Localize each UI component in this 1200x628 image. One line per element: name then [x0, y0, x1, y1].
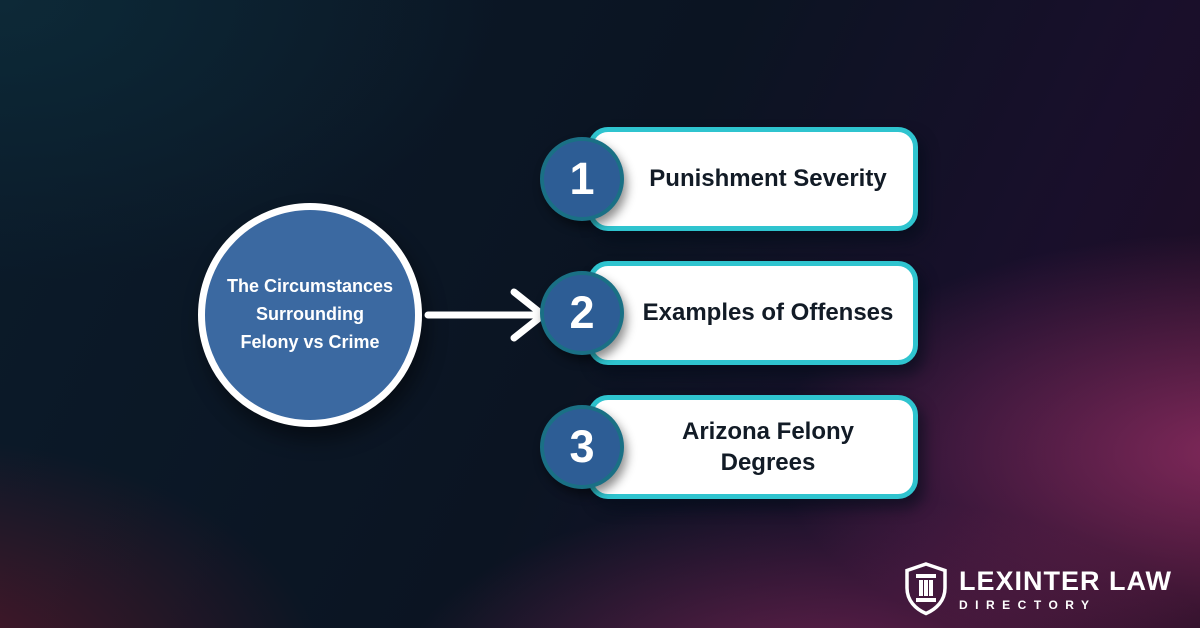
brand-tagline: DIRECTORY	[959, 597, 1097, 612]
list-item: 1 Punishment Severity	[540, 127, 918, 231]
item-label: Examples of Offenses	[642, 299, 894, 327]
item-label: Punishment Severity	[649, 165, 887, 193]
items-list: 1 Punishment Severity 2 Examples of Offe…	[540, 127, 918, 499]
item-number-badge: 1	[540, 137, 624, 221]
item-card: Examples of Offenses	[588, 261, 918, 365]
item-number-badge: 3	[540, 405, 624, 489]
topic-label: The Circumstances Surrounding Felony vs …	[226, 276, 394, 352]
item-number-badge: 2	[540, 271, 624, 355]
arrow-right-icon	[424, 288, 547, 342]
item-card: Punishment Severity	[588, 127, 918, 231]
list-item: 3 Arizona Felony Degrees	[540, 395, 918, 499]
brand-logo: LEXINTER LAW DIRECTORY	[903, 562, 1172, 616]
shield-column-icon	[905, 562, 947, 616]
brand-text: LEXINTER LAW DIRECTORY	[959, 565, 1172, 612]
list-item: 2 Examples of Offenses	[540, 261, 918, 365]
item-card: Arizona Felony Degrees	[588, 395, 918, 499]
topic-circle: The Circumstances Surrounding Felony vs …	[198, 203, 422, 427]
item-label: Arizona Felony Degrees	[681, 417, 855, 476]
brand-name: LEXINTER LAW	[959, 565, 1172, 596]
